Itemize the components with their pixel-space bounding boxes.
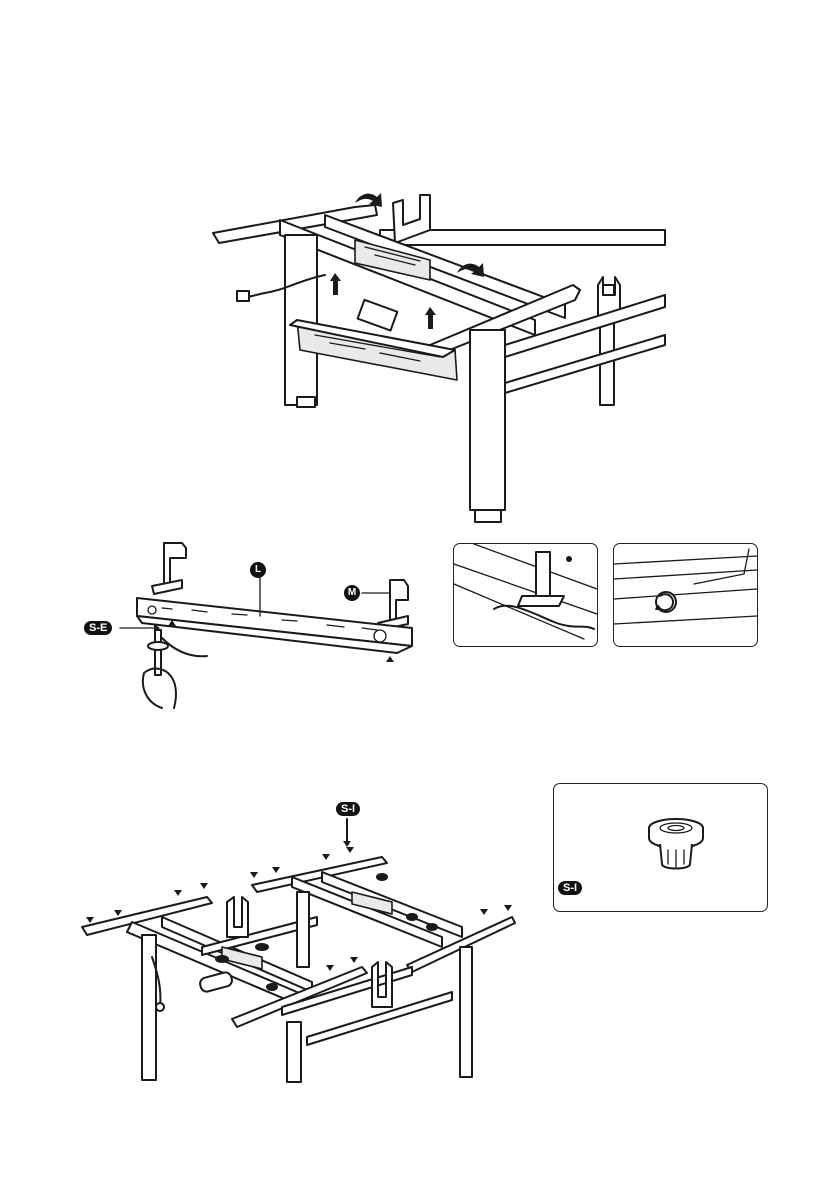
part-M-label: M	[344, 585, 360, 601]
pad-detail-S-I-label: S-I	[558, 881, 582, 895]
tray-bracket-assembly-illustration: L M S-E	[82, 538, 422, 708]
detail-panel-rotate	[613, 543, 758, 647]
frame-tray-illustration	[205, 185, 665, 530]
pad-S-I-label: S-I	[336, 802, 360, 816]
detail-panel-bracket	[453, 543, 598, 647]
frame-pads-illustration: S-I	[82, 797, 522, 1082]
screw-S-E-label: S-E	[84, 621, 112, 635]
detail-panel-pad: S-I	[553, 783, 768, 912]
part-L-label: L	[250, 562, 266, 578]
